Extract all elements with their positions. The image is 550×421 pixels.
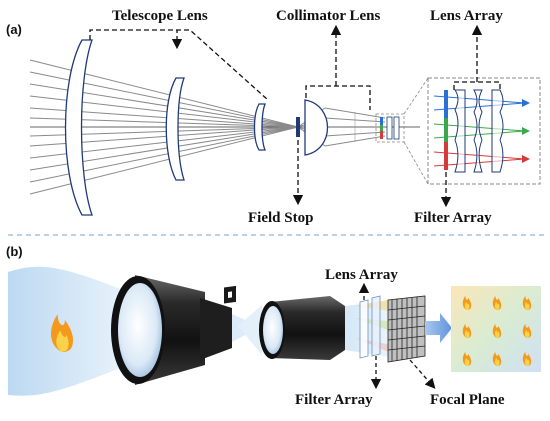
collimator-lens-label: Collimator Lens bbox=[276, 8, 380, 24]
lens-array-label-b: Lens Array bbox=[325, 267, 398, 283]
collimator-lens-3d bbox=[259, 296, 345, 360]
lens-array-label-a: Lens Array bbox=[430, 8, 503, 24]
panel-b-tag: (b) bbox=[6, 244, 23, 259]
field-stop-square bbox=[224, 285, 236, 304]
panel-a-tag: (a) bbox=[6, 22, 22, 37]
telescope-lens-3 bbox=[253, 103, 266, 151]
collimator-lens bbox=[304, 99, 328, 156]
objective-lens bbox=[111, 275, 232, 385]
lens-array-callout bbox=[453, 24, 501, 90]
filter-lens-block bbox=[375, 113, 405, 143]
filter-array-label-a: Filter Array bbox=[414, 210, 492, 226]
focal-plane-image bbox=[451, 286, 541, 372]
zoom-line-top bbox=[403, 77, 429, 115]
focal-plane-arrow bbox=[409, 359, 436, 389]
lens-array-inset bbox=[427, 77, 541, 185]
field-stop bbox=[296, 117, 300, 137]
sensor-grid bbox=[387, 295, 426, 363]
output-arrow bbox=[425, 313, 452, 343]
telescope-lens-1 bbox=[64, 39, 93, 216]
telescope-lens-callout bbox=[89, 29, 269, 101]
telescope-lens-label: Telescope Lens bbox=[112, 8, 208, 24]
field-stop-label: Field Stop bbox=[248, 210, 313, 226]
lens-array-plate bbox=[359, 295, 381, 359]
telescope-lens-2 bbox=[165, 77, 185, 181]
diverging-beam bbox=[238, 305, 262, 355]
filter-array-label-b: Filter Array bbox=[295, 392, 373, 408]
focal-plane-label: Focal Plane bbox=[430, 392, 505, 408]
collimator-lens-callout bbox=[305, 24, 371, 110]
zoom-line-bottom bbox=[403, 141, 429, 185]
